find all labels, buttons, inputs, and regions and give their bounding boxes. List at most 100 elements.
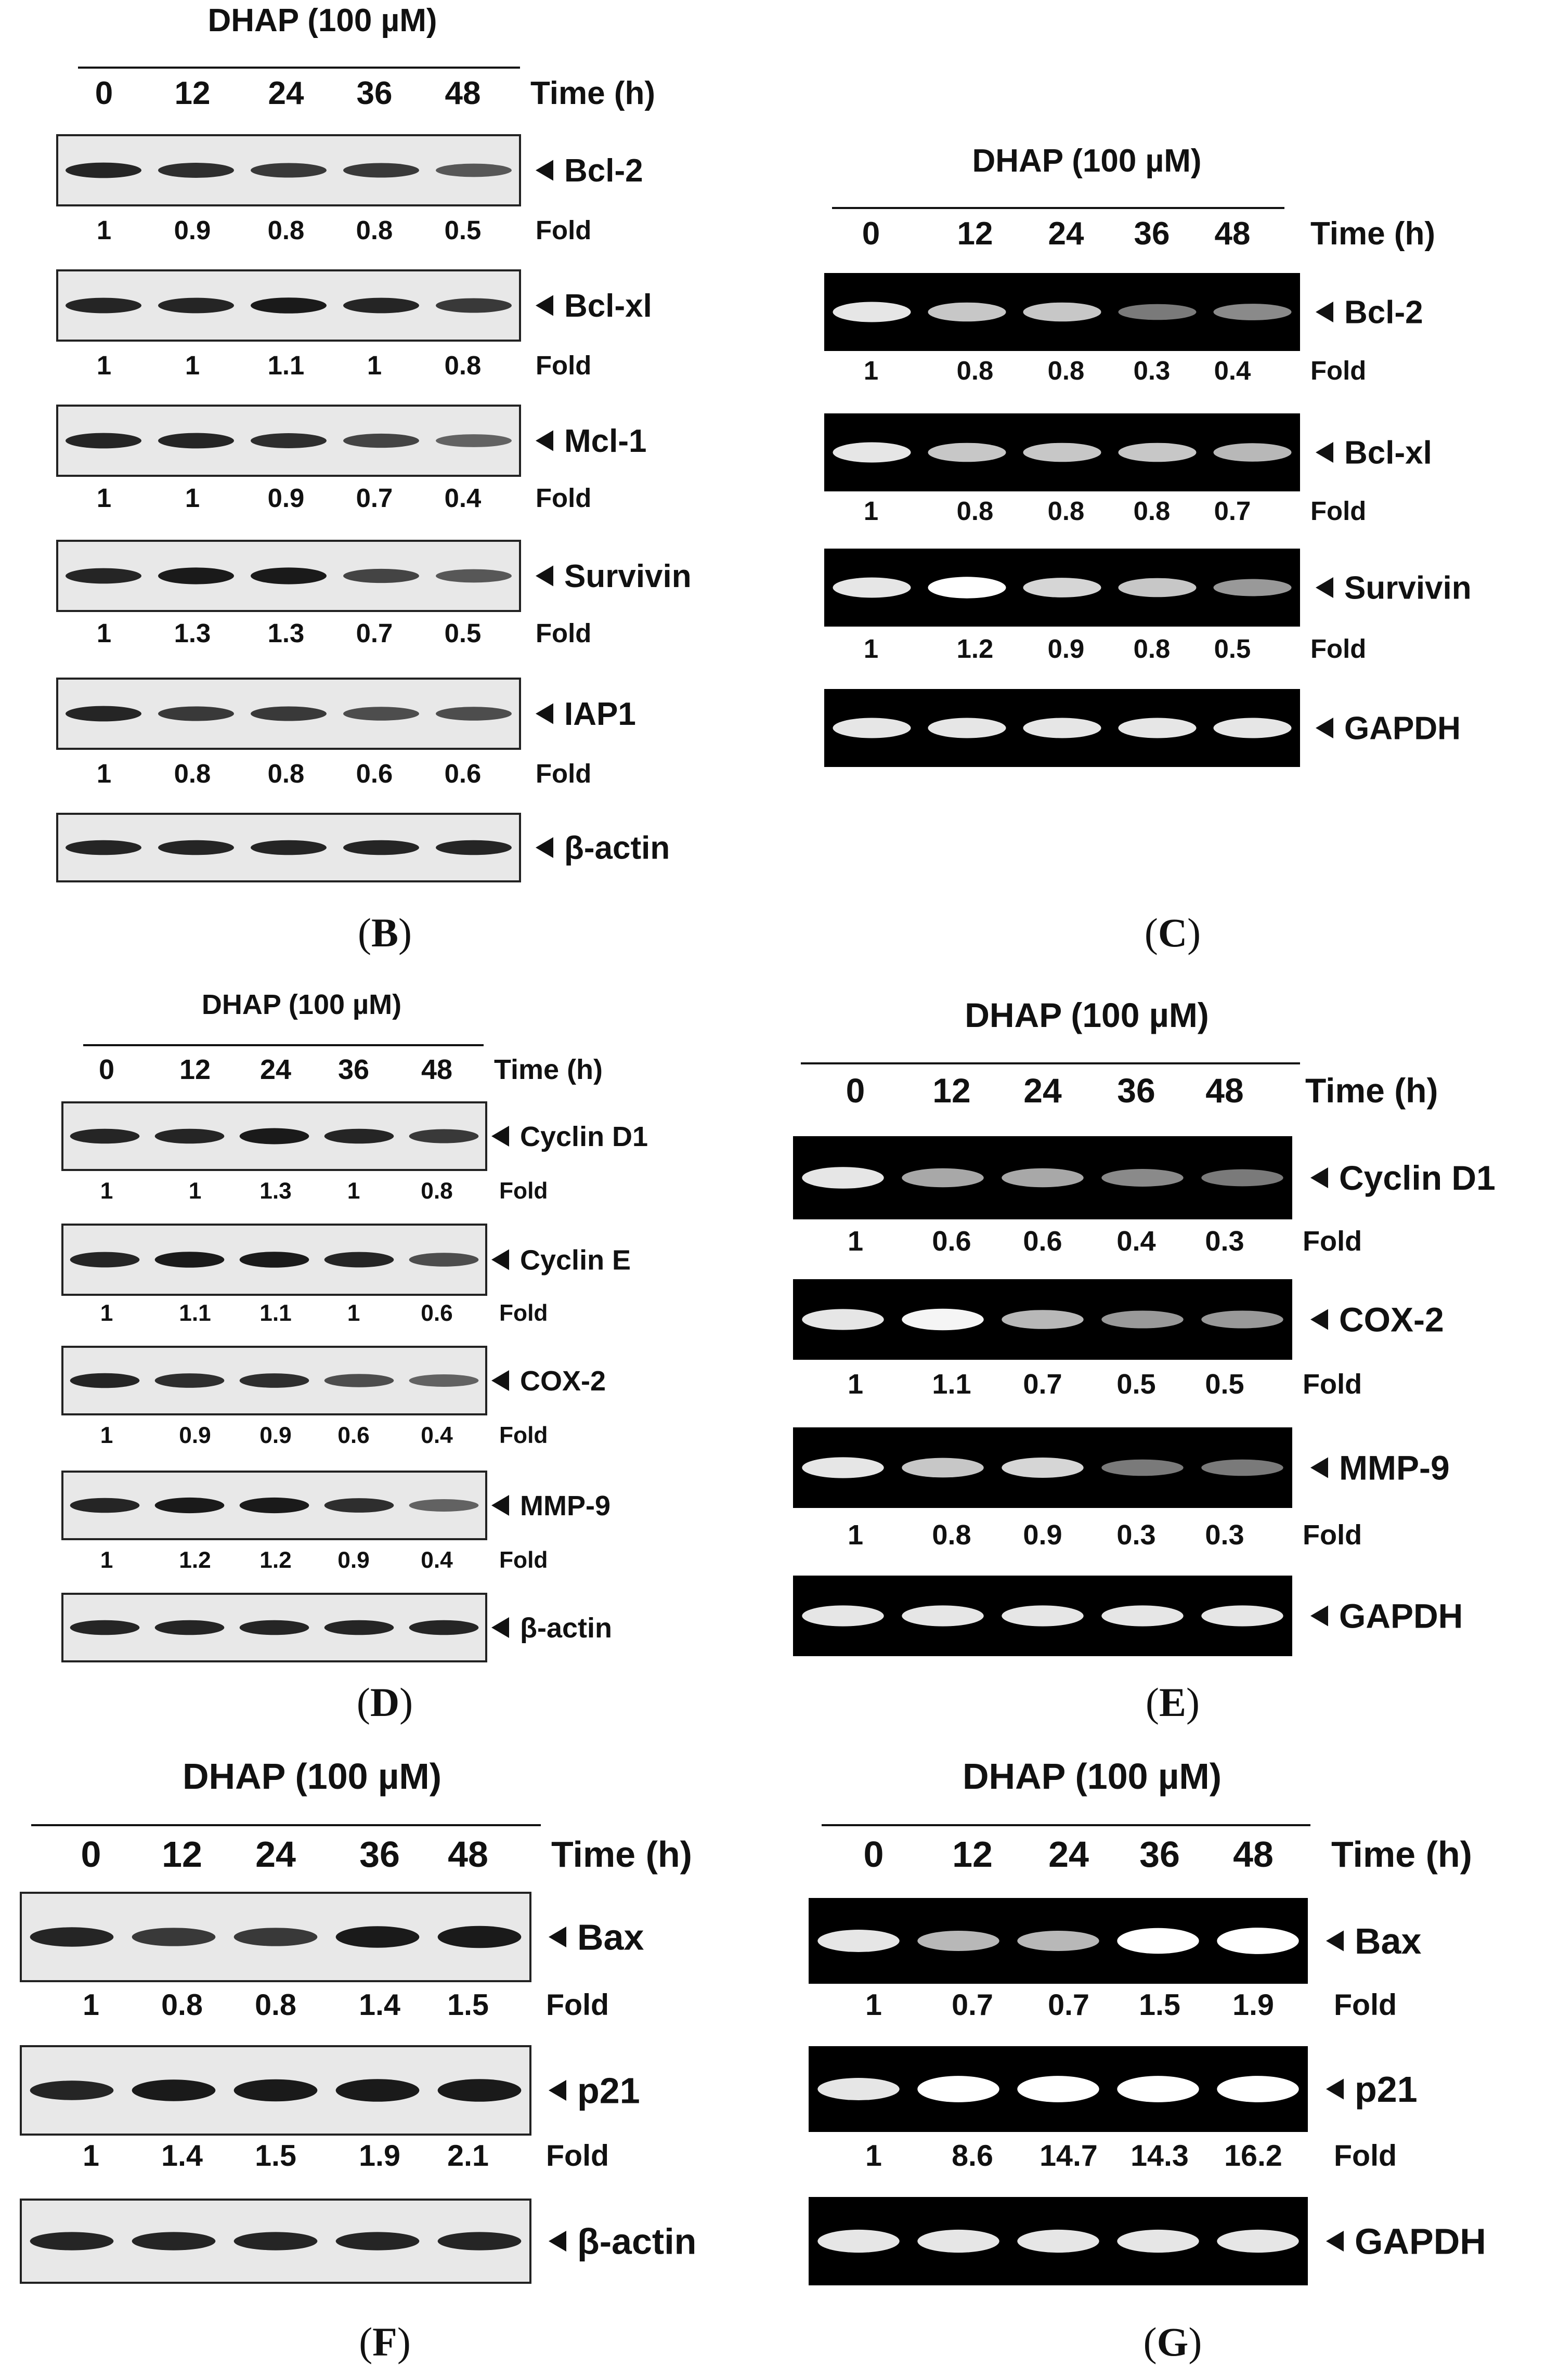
blot-row-cyclin-d1: Cyclin D1	[61, 1101, 648, 1171]
band-p21-lane-0	[817, 2078, 900, 2100]
band-mcl-1-lane-24	[251, 433, 327, 448]
band-actin-lane-36	[343, 840, 419, 855]
band-bcl-2-lane-36	[1118, 304, 1197, 320]
band-actin-lane-24	[233, 2232, 318, 2251]
fold-value: 1	[97, 618, 111, 648]
fold-value: 2.1	[447, 2139, 489, 2173]
band-actin-lane-48	[409, 1620, 479, 1635]
lane-label-0: 0	[81, 1834, 101, 1875]
fold-value: 0.5	[445, 618, 482, 648]
panel-letter: (F)	[359, 2319, 411, 2364]
band-actin-lane-12	[132, 2232, 216, 2251]
band-iap1-lane-48	[436, 707, 512, 721]
band-cox-2-lane-48	[1201, 1310, 1283, 1329]
fold-value: 1	[865, 2139, 882, 2173]
panel-letter: (G)	[1144, 2319, 1202, 2364]
band-mcl-1-lane-0	[66, 433, 141, 449]
fold-value: 0.3	[1205, 1226, 1244, 1257]
band-cox-2-lane-24	[239, 1373, 309, 1388]
protein-label-gapdh: GAPDH	[1339, 1597, 1463, 1635]
band-cox-2-lane-0	[802, 1309, 884, 1330]
protein-label-mmp-9: MMP-9	[520, 1490, 610, 1521]
arrow-left-icon	[491, 1495, 509, 1516]
band-cyclin-e-lane-48	[409, 1253, 479, 1267]
band-actin-lane-0	[66, 840, 141, 855]
band-p21-lane-0	[30, 2080, 114, 2100]
arrow-left-icon	[1310, 1457, 1328, 1478]
arrow-left-icon	[491, 1617, 509, 1638]
protein-label-actin: β-actin	[520, 1612, 612, 1644]
band-survivin-lane-24	[1023, 578, 1101, 597]
fold-value: 0.4	[1214, 356, 1251, 385]
band-mmp-9-lane-0	[70, 1498, 140, 1513]
blot-row-cox-2: COX-2	[61, 1346, 606, 1415]
arrow-left-icon	[491, 1370, 509, 1391]
arrow-left-icon	[1316, 442, 1333, 463]
fold-value: 0.4	[1116, 1226, 1155, 1257]
fold-value: 1	[864, 356, 878, 385]
fold-label: Fold	[1303, 1369, 1362, 1400]
fold-value: 0.5	[445, 215, 482, 245]
fold-value: 1	[848, 1519, 863, 1551]
fold-value: 1.3	[268, 618, 305, 648]
band-survivin-lane-48	[436, 569, 512, 583]
fold-value: 0.8	[1134, 634, 1171, 664]
blot-row-p21: p21	[20, 2045, 640, 2136]
fold-value: 1	[100, 1178, 113, 1204]
band-cox-2-lane-12	[154, 1373, 225, 1388]
fold-value: 0.8	[1048, 496, 1085, 526]
time-axis-label: Time (h)	[551, 1834, 692, 1875]
band-bcl-xl-lane-0	[833, 442, 911, 463]
protein-label-mcl-1: Mcl-1	[564, 423, 646, 459]
lane-label-24: 24	[268, 75, 304, 111]
fold-label: Fold	[1303, 1226, 1362, 1257]
fold-value: 1	[185, 350, 200, 380]
band-cyclin-e-lane-36	[324, 1252, 394, 1268]
band-bcl-xl-lane-48	[436, 298, 512, 313]
lane-label-12: 12	[175, 75, 211, 111]
band-mmp-9-lane-12	[902, 1458, 984, 1478]
fold-value: 0.9	[337, 1547, 370, 1573]
fold-value: 0.8	[1134, 496, 1171, 526]
arrow-left-icon	[536, 430, 553, 451]
arrow-left-icon	[549, 1927, 566, 1947]
fold-value: 1	[100, 1547, 113, 1573]
arrow-left-icon	[491, 1249, 509, 1270]
band-gapdh-lane-48	[1201, 1605, 1283, 1627]
band-survivin-lane-48	[1213, 579, 1292, 596]
fold-value: 0.8	[161, 1988, 203, 2022]
protein-label-bcl-2: Bcl-2	[564, 153, 643, 189]
band-mmp-9-lane-24	[239, 1497, 309, 1514]
fold-label: Fold	[546, 1988, 609, 2022]
blot-row-iap1: IAP1	[56, 678, 636, 750]
fold-value: 0.8	[957, 356, 994, 385]
band-actin-lane-48	[437, 2232, 522, 2251]
band-p21-lane-12	[132, 2079, 216, 2101]
protein-label-actin: β-actin	[577, 2221, 696, 2262]
fold-value: 1.4	[161, 2139, 203, 2173]
fold-label: Fold	[536, 483, 591, 513]
band-gapdh-lane-36	[1101, 1605, 1184, 1627]
blot-row-bax: Bax	[20, 1892, 644, 1982]
band-mmp-9-lane-24	[1002, 1457, 1084, 1478]
arrow-left-icon	[549, 2231, 566, 2252]
lane-label-36: 36	[338, 1054, 369, 1085]
fold-value: 0.8	[957, 496, 994, 526]
band-survivin-lane-12	[928, 577, 1006, 599]
fold-value: 0.7	[356, 618, 393, 648]
fold-label: Fold	[499, 1547, 548, 1573]
band-gapdh-lane-12	[928, 718, 1006, 738]
